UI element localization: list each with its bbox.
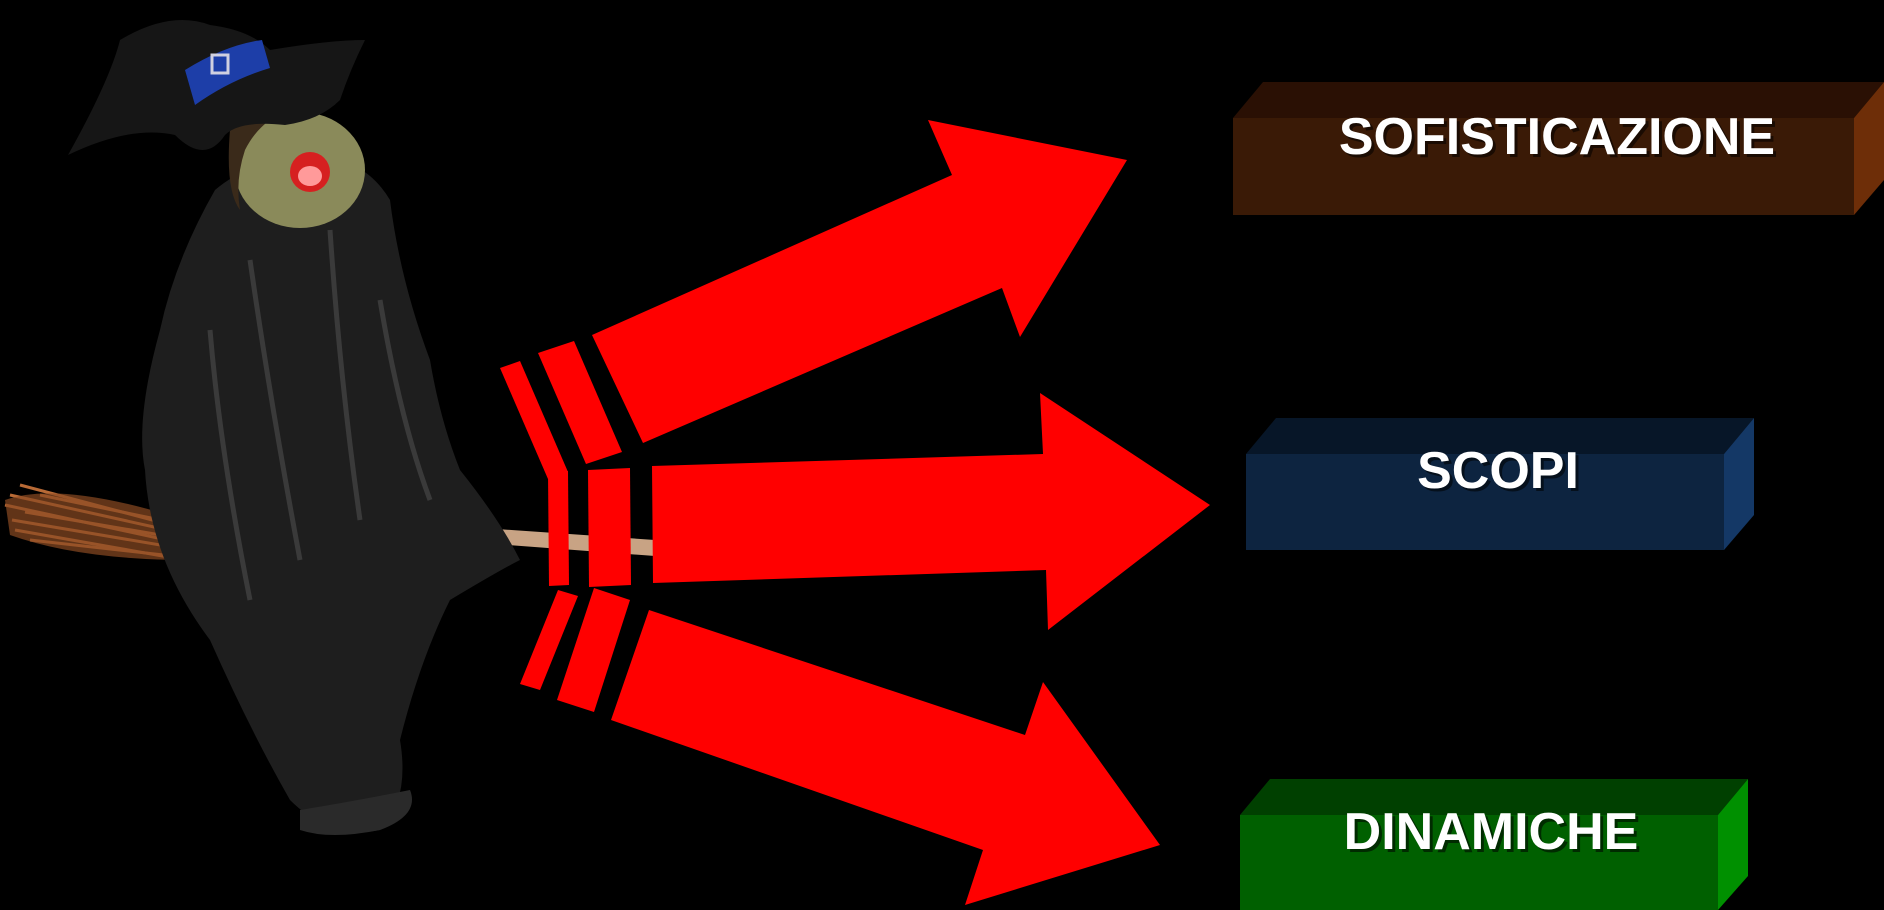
box-sofisticazione: SOFISTICAZIONE SOFISTICAZIONE — [1233, 82, 1884, 215]
box-scopi-label-shadow: SCOPI — [1420, 445, 1582, 503]
witch-on-broom-icon — [4, 20, 655, 835]
witch-hair — [228, 109, 290, 210]
box-sofisticazione-top — [1233, 82, 1884, 118]
box-sofisticazione-front — [1233, 118, 1854, 215]
box-dinamiche-front — [1240, 815, 1718, 910]
box-dinamiche-top — [1240, 779, 1748, 815]
box-sofisticazione-side — [1854, 82, 1884, 215]
witch-robe-folds — [207, 229, 433, 601]
box-scopi-label: SCOPI — [1417, 442, 1579, 500]
arrow-to-sofisticazione — [500, 120, 1127, 479]
box-dinamiche: DINAMICHE DINAMICHE — [1240, 779, 1748, 910]
witch-mouth-inner — [298, 166, 322, 186]
arrows-group — [500, 120, 1210, 905]
box-scopi-front — [1246, 454, 1724, 550]
box-scopi-top — [1246, 418, 1754, 454]
box-scopi: SCOPI SCOPI — [1246, 418, 1754, 550]
box-sofisticazione-label: SOFISTICAZIONE — [1339, 108, 1775, 166]
broom-bristles-fill — [5, 493, 190, 560]
box-dinamiche-label-shadow: DINAMICHE — [1347, 806, 1642, 864]
box-sofisticazione-label-shadow: SOFISTICAZIONE — [1342, 111, 1778, 169]
box-dinamiche-label: DINAMICHE — [1344, 803, 1639, 861]
arrow-to-dinamiche — [520, 588, 1160, 905]
box-scopi-side — [1724, 418, 1754, 550]
box-dinamiche-side — [1718, 779, 1748, 910]
witch-robe — [142, 158, 520, 832]
witch-hat-buckle — [210, 53, 230, 75]
witch-shoe — [300, 790, 412, 835]
arrow-to-scopi — [548, 393, 1210, 630]
